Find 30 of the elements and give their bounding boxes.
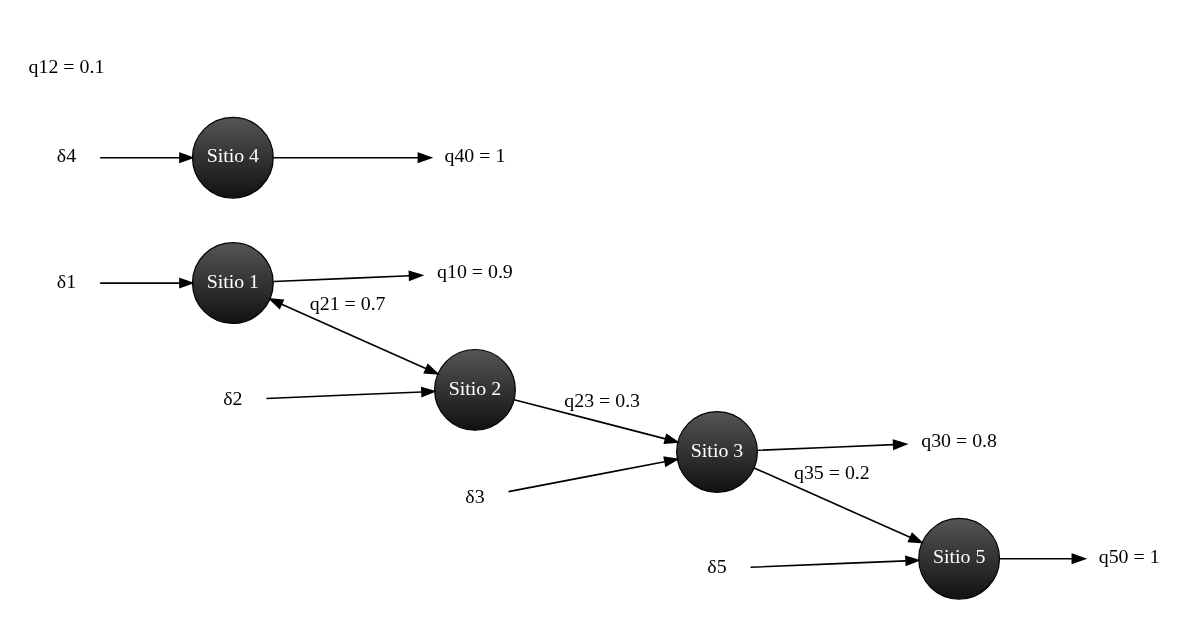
arrow xyxy=(749,554,921,568)
edge-label: q23 = 0.3 xyxy=(564,388,641,411)
arrow xyxy=(757,438,909,451)
node-text: δ5 xyxy=(707,554,727,577)
arrow xyxy=(998,552,1088,564)
node-text: δ4 xyxy=(56,143,77,166)
node-circle: Sitio 5 xyxy=(918,517,1001,600)
arrow xyxy=(272,269,425,282)
label: q12 = 0.1 xyxy=(28,54,105,77)
node-circle: Sitio 3 xyxy=(676,410,758,493)
node-circle: Sitio 1 xyxy=(191,241,274,324)
edge-label: q21 = 0.7 xyxy=(309,291,386,314)
arrow xyxy=(272,151,434,163)
arrow xyxy=(99,151,195,163)
arrow xyxy=(99,277,195,289)
arrow xyxy=(267,297,440,375)
node-text: q50 = 1 xyxy=(1098,544,1160,567)
arrow xyxy=(753,466,924,544)
node-text: δ2 xyxy=(223,386,243,408)
arrow xyxy=(507,455,680,492)
node-text: q30 = 0.8 xyxy=(921,428,997,451)
node-circle: Sitio 4 xyxy=(191,116,274,199)
edge-label: q35 = 0.2 xyxy=(793,460,870,483)
arrow xyxy=(265,386,437,399)
arrow xyxy=(513,398,680,444)
node-text: δ1 xyxy=(56,269,77,292)
node-circle: Sitio 2 xyxy=(433,348,516,431)
node-text: q40 = 1 xyxy=(444,143,506,166)
node-text: δ3 xyxy=(465,484,485,507)
node-text: q10 = 0.9 xyxy=(437,259,513,282)
